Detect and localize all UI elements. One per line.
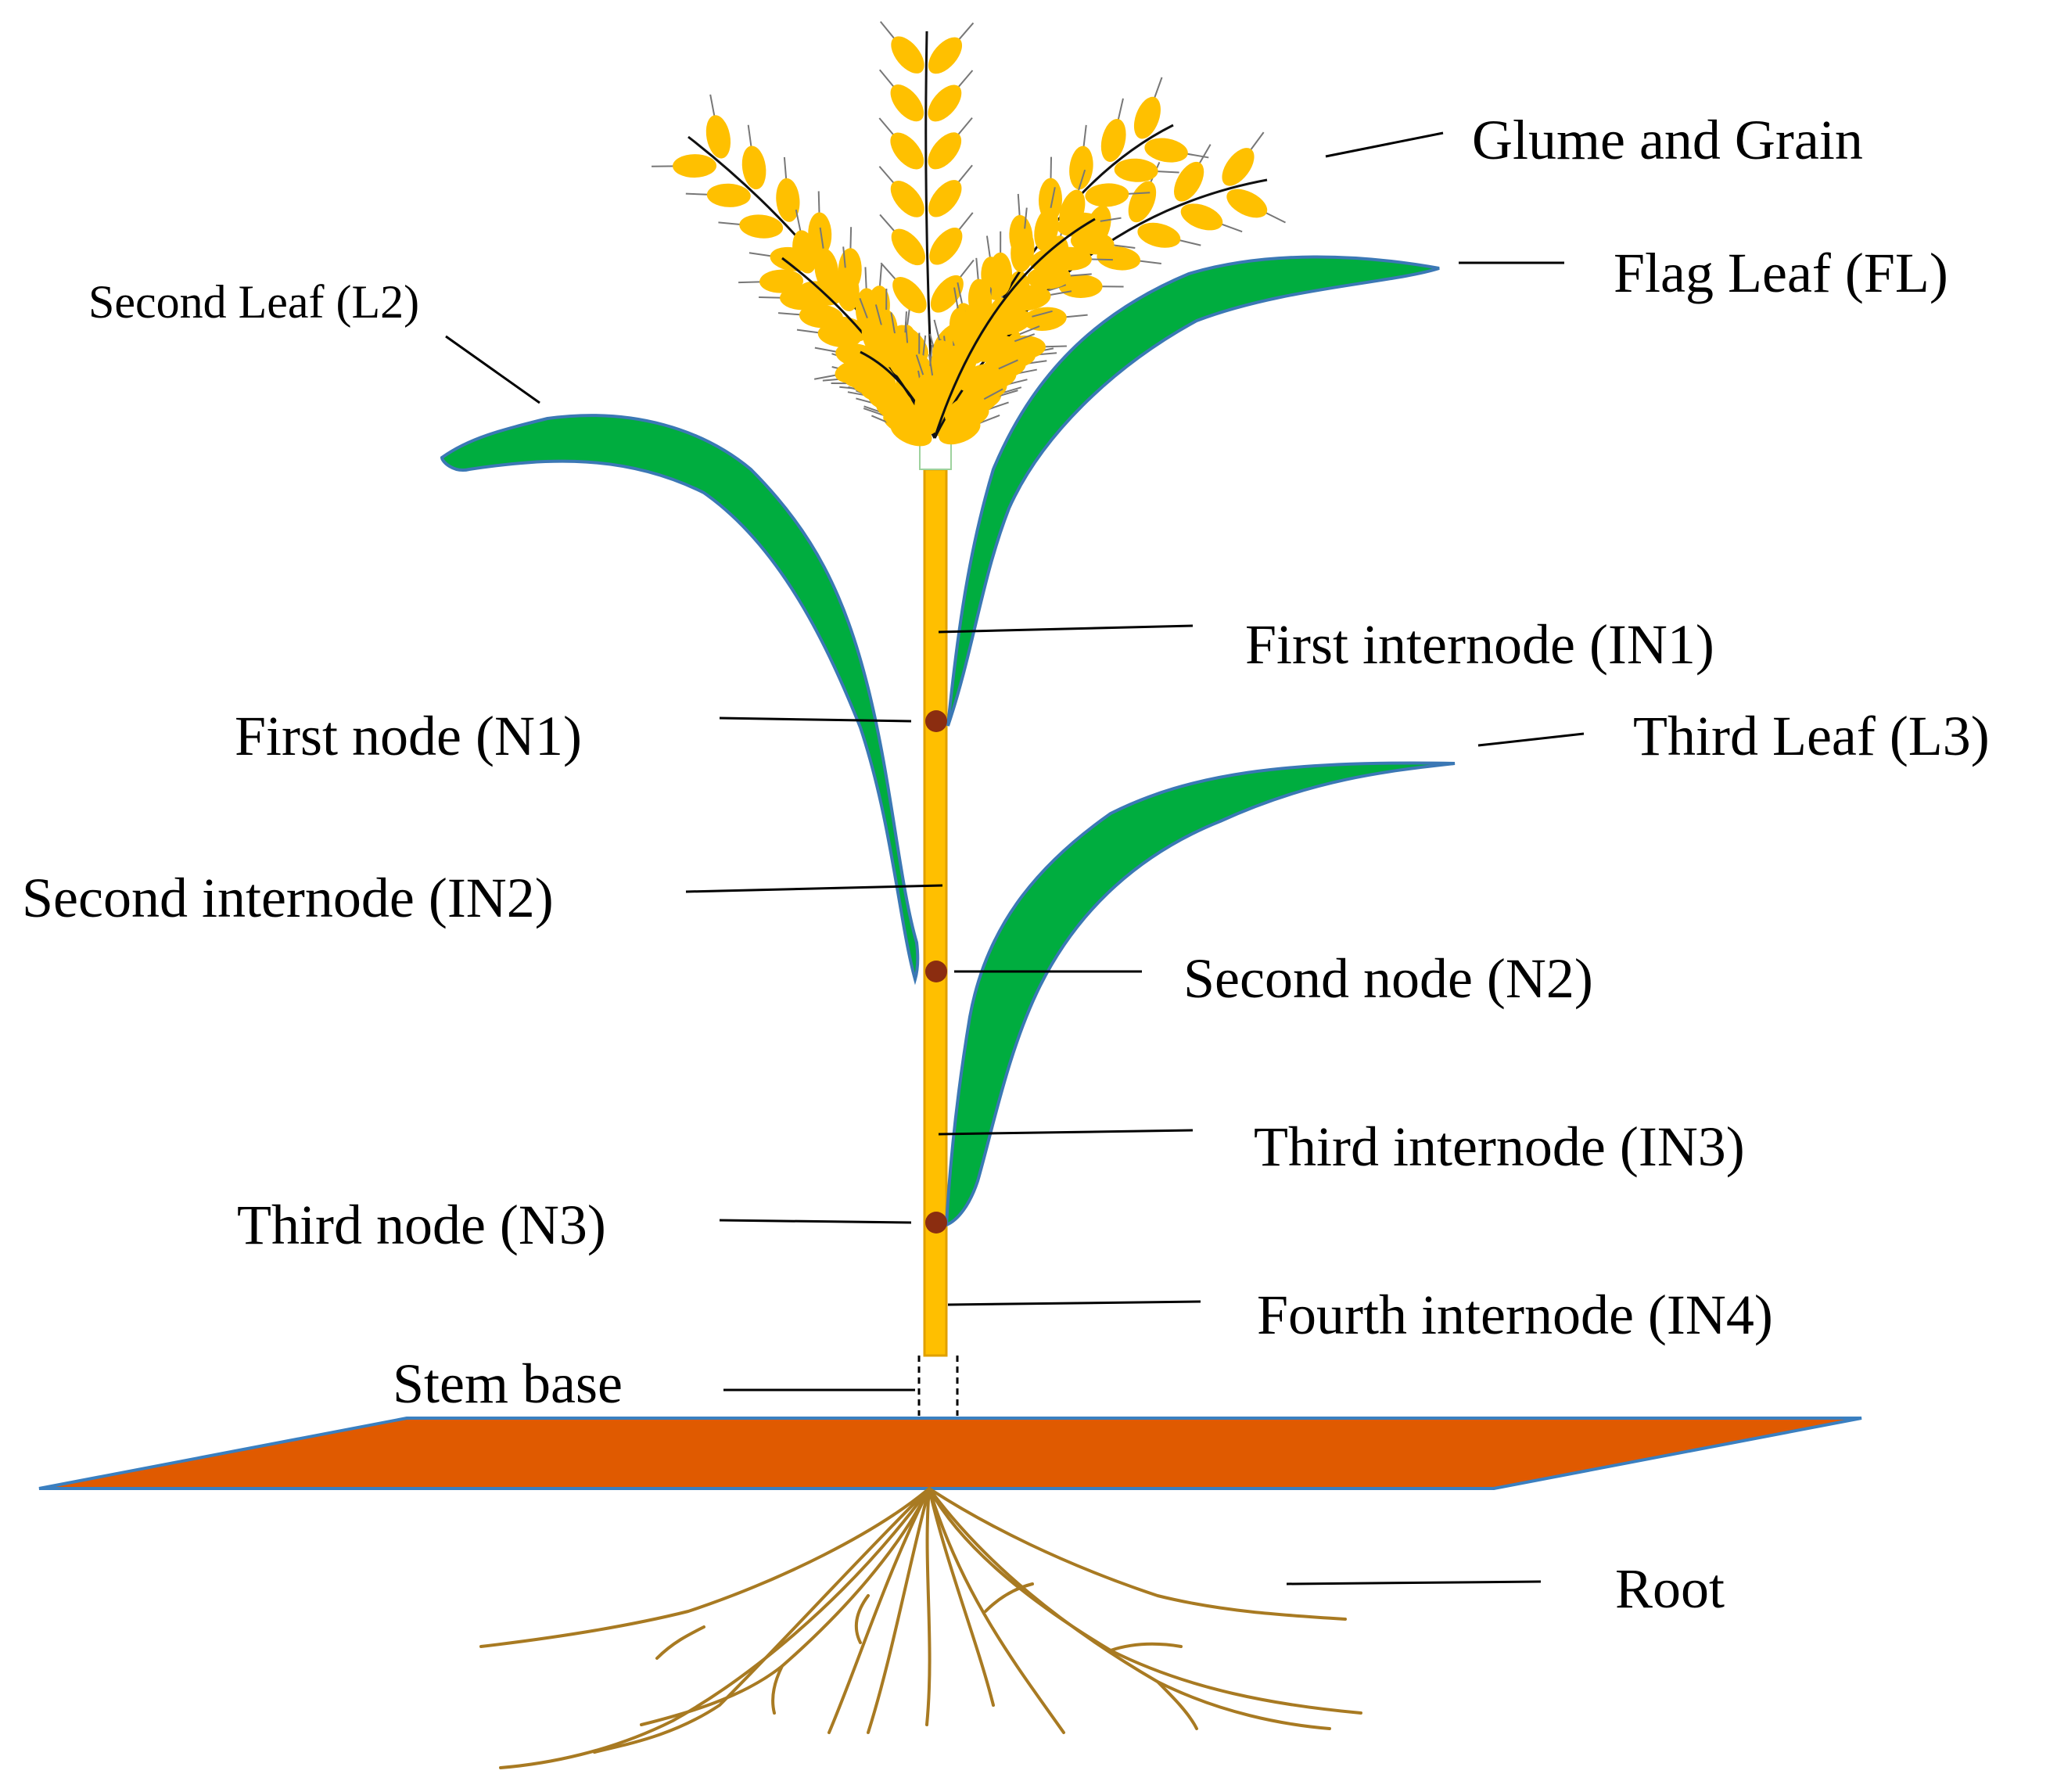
root-system bbox=[479, 1487, 1362, 1769]
leader-root bbox=[1286, 1580, 1542, 1586]
grain bbox=[814, 248, 839, 293]
grain bbox=[890, 181, 924, 217]
grain bbox=[928, 180, 962, 217]
grain bbox=[891, 228, 925, 266]
leader-fourth-internode bbox=[947, 1300, 1201, 1306]
label-glume-grain: Glume and Grain bbox=[1472, 109, 1863, 171]
label-stem-base: Stem base bbox=[393, 1352, 623, 1415]
grain bbox=[1026, 265, 1071, 289]
grain bbox=[949, 308, 975, 352]
grain bbox=[967, 278, 993, 323]
grain bbox=[1144, 138, 1188, 163]
label-second-node: Second node (N2) bbox=[1183, 947, 1593, 1010]
soil-layer bbox=[38, 1417, 1862, 1490]
label-first-internode: First internode (IN1) bbox=[1245, 613, 1714, 676]
grain bbox=[673, 154, 717, 178]
grain bbox=[1059, 189, 1086, 232]
grain bbox=[1070, 230, 1115, 255]
label-second-internode: Second internode (IN2) bbox=[22, 867, 554, 929]
grain bbox=[817, 323, 862, 348]
leader-third-leaf bbox=[1477, 732, 1585, 747]
grain bbox=[929, 228, 963, 265]
grain bbox=[1226, 189, 1268, 218]
grain bbox=[1085, 183, 1129, 207]
second-leaf bbox=[440, 414, 920, 986]
grain bbox=[799, 304, 843, 329]
grain bbox=[705, 115, 731, 159]
label-third-internode: Third internode (IN3) bbox=[1254, 1115, 1745, 1178]
label-flag-leaf: Flag Leaf (FL) bbox=[1614, 242, 1948, 304]
grain bbox=[1047, 246, 1092, 271]
grain bbox=[1128, 181, 1157, 223]
grain bbox=[741, 145, 766, 190]
grain bbox=[973, 335, 1015, 362]
grain bbox=[776, 178, 800, 222]
grain bbox=[892, 277, 927, 314]
grain bbox=[1114, 158, 1158, 182]
grain bbox=[759, 269, 804, 293]
grain bbox=[1022, 307, 1067, 332]
grain bbox=[1137, 222, 1181, 248]
grain bbox=[1069, 145, 1093, 190]
label-fourth-internode: Fourth internode (IN4) bbox=[1257, 1284, 1773, 1346]
grain bbox=[1222, 148, 1255, 186]
flag-leaf bbox=[946, 255, 1440, 727]
label-third-leaf: Third Leaf (L3) bbox=[1633, 705, 1990, 767]
leader-glume bbox=[1325, 131, 1444, 158]
grain bbox=[891, 36, 924, 74]
grain bbox=[944, 394, 985, 425]
grain bbox=[958, 364, 1000, 392]
grain bbox=[989, 252, 1013, 296]
grain bbox=[835, 358, 878, 384]
second-node bbox=[925, 961, 947, 982]
grain bbox=[928, 84, 962, 122]
panicle bbox=[652, 20, 1286, 447]
label-third-node: Third node (N3) bbox=[237, 1194, 606, 1256]
leader-second-leaf bbox=[445, 335, 540, 404]
grain bbox=[890, 132, 924, 170]
grain bbox=[917, 374, 943, 417]
grain bbox=[835, 268, 860, 312]
grain bbox=[792, 230, 817, 274]
grain bbox=[861, 318, 888, 360]
label-root: Root bbox=[1615, 1557, 1725, 1620]
stem-base-outline bbox=[917, 1356, 959, 1416]
grain bbox=[1097, 246, 1141, 271]
grain bbox=[1011, 228, 1035, 273]
leader-third-internode bbox=[938, 1129, 1194, 1136]
label-second-leaf: Second Leaf (L2) bbox=[88, 276, 420, 328]
grain bbox=[928, 132, 962, 170]
grain bbox=[930, 275, 964, 313]
grain bbox=[928, 37, 963, 74]
first-node bbox=[925, 710, 947, 732]
panicle-branch bbox=[933, 217, 1096, 439]
third-node bbox=[925, 1212, 947, 1234]
leader-first-internode bbox=[938, 624, 1194, 634]
grain bbox=[1133, 96, 1161, 139]
leader-second-internode bbox=[685, 884, 943, 893]
grain bbox=[739, 214, 784, 239]
grain bbox=[1007, 286, 1051, 311]
grain bbox=[780, 286, 824, 311]
grain bbox=[1173, 161, 1204, 202]
grain bbox=[1034, 207, 1059, 251]
grain bbox=[1180, 203, 1223, 231]
leader-first-node bbox=[719, 716, 912, 723]
grain bbox=[1100, 118, 1126, 162]
grain bbox=[932, 339, 958, 383]
third-leaf bbox=[944, 761, 1456, 1228]
grain bbox=[890, 84, 924, 122]
grain bbox=[706, 183, 751, 207]
leader-third-node bbox=[719, 1219, 912, 1224]
grain bbox=[989, 309, 1032, 336]
leader-lines bbox=[445, 131, 1585, 1586]
label-first-node: First node (N1) bbox=[235, 705, 582, 767]
